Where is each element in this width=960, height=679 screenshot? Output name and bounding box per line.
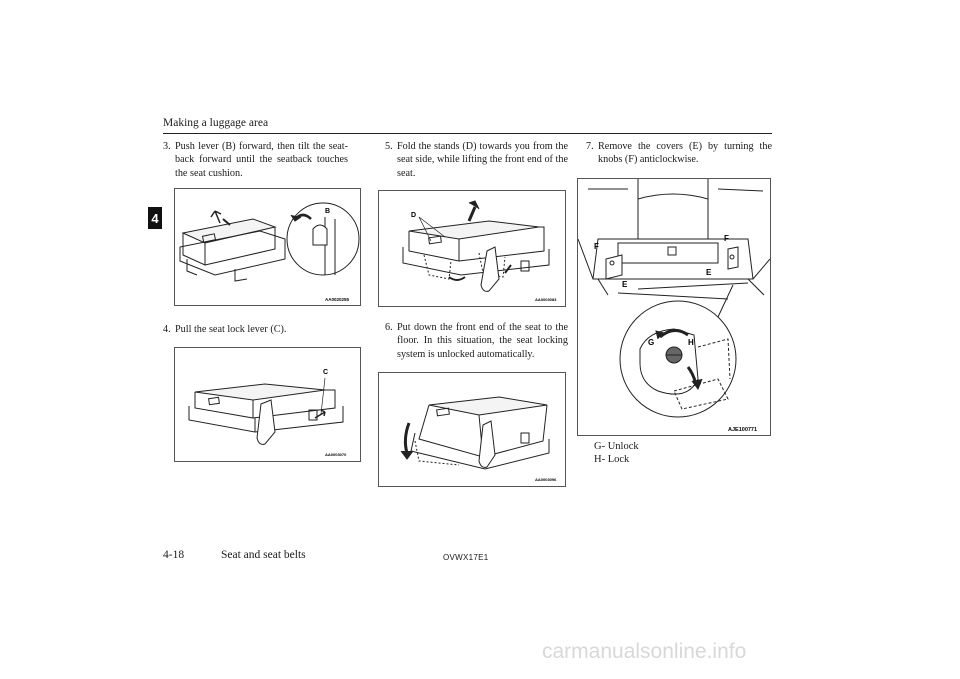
section-title: Making a luggage area (163, 117, 269, 129)
remove-covers-illustration: F F E E G H AJE100771 (578, 179, 770, 433)
figure-code: AA0003096 (535, 477, 557, 482)
figure-seat-lock-lever: C AA0003070 (174, 347, 361, 462)
step-number: 6. (385, 322, 393, 333)
step-5: 5. Fold the stands (D) towards you from … (385, 140, 568, 180)
step-text: Fold the stands (D) towards you from the… (397, 141, 568, 179)
figure-code: AA0003083 (535, 297, 557, 302)
step-6: 6. Put down the front end of the seat to… (385, 321, 568, 361)
seat-lock-illustration: C AA0003070 (188, 369, 347, 457)
page-number: 4-18 (163, 549, 185, 561)
figure-code: AJE100771 (728, 427, 757, 433)
label-e-right: E (706, 268, 712, 277)
label-d: D (411, 212, 416, 219)
figure-remove-covers: F F E E G H AJE100771 (577, 178, 771, 436)
figure-seatback-lever: B AA0020255 (174, 188, 361, 306)
legend: G- Unlock H- Lock (594, 440, 714, 466)
step-text: Pull the seat lock lever (C). (175, 324, 287, 335)
step-4: 4. Pull the seat lock lever (C). (163, 323, 348, 336)
label-c: C (323, 369, 328, 376)
label-f-left: F (594, 242, 599, 251)
label-e-left: E (622, 280, 628, 289)
step-text: Put down the front end of the seat to th… (397, 322, 568, 360)
seatback-illustration: B AA0020255 (179, 202, 360, 302)
step-text: Push lever (B) forward, then tilt the se… (175, 141, 348, 179)
footer-section: Seat and seat belts (221, 549, 306, 561)
step-3: 3. Push lever (B) forward, then tilt the… (163, 140, 348, 180)
step-number: 4. (163, 324, 171, 335)
header-rule (163, 133, 772, 134)
label-h: H (688, 338, 694, 347)
chapter-tab: 4 (148, 207, 162, 229)
fold-stands-illustration: D AA0003083 (402, 200, 557, 302)
seat-down-illustration: AA0003096 (400, 396, 557, 482)
svg-text:B: B (325, 208, 330, 215)
figure-fold-stands: D AA0003083 (378, 190, 566, 307)
figure-code: AA0003070 (325, 452, 347, 457)
step-number: 3. (163, 141, 171, 152)
legend-lock: H- Lock (594, 454, 630, 465)
legend-unlock: G- Unlock (594, 441, 639, 452)
step-number: 7. (586, 141, 594, 152)
step-text: Remove the covers (E) by turning the kno… (598, 141, 772, 166)
figure-seat-down: AA0003096 (378, 372, 566, 487)
step-number: 5. (385, 141, 393, 152)
label-f-right: F (724, 234, 729, 243)
step-7: 7. Remove the covers (E) by turning the … (586, 140, 772, 167)
watermark: carmanualsonline.info (542, 640, 747, 663)
figure-code: AA0020255 (325, 297, 350, 302)
label-g: G (648, 338, 654, 347)
document-code: OVWX17E1 (443, 553, 489, 562)
